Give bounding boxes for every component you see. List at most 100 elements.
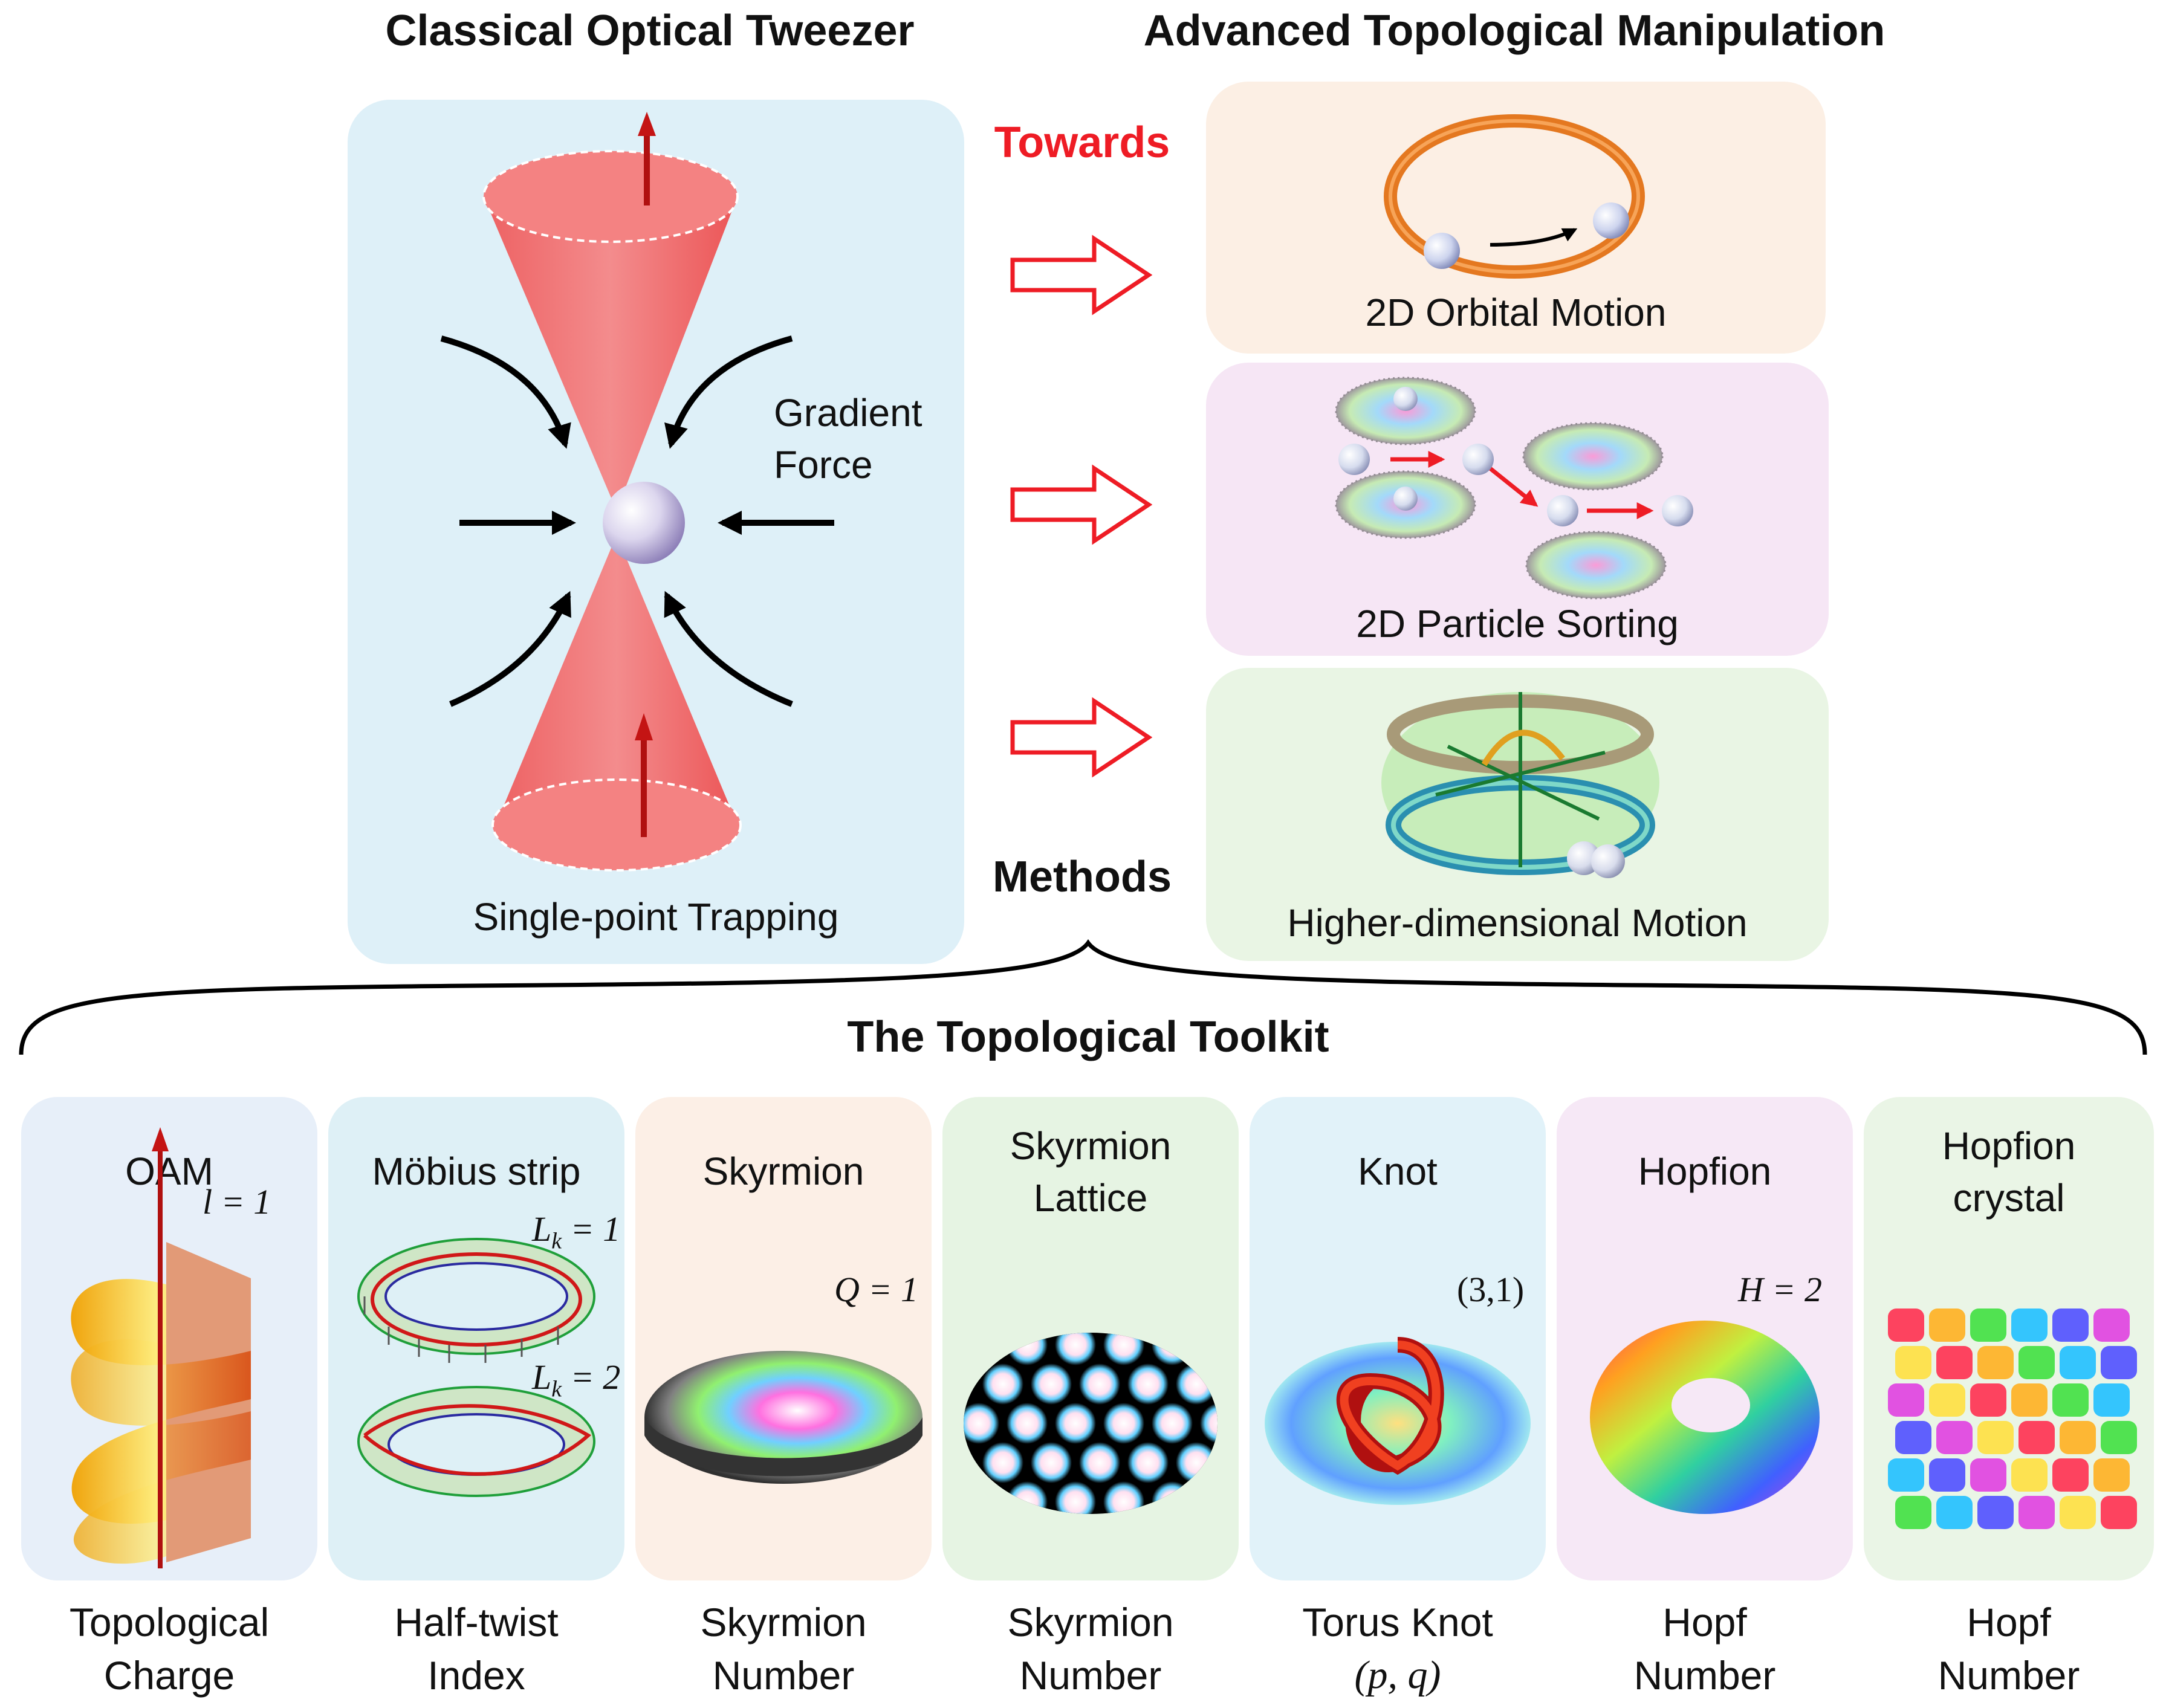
crystal-cell — [2093, 1308, 2130, 1342]
crystal-cell — [2018, 1346, 2055, 1379]
card-title: Skyrmion — [702, 1150, 864, 1193]
lattice-skyrmion — [1007, 1403, 1048, 1444]
crystal-cell — [2018, 1496, 2055, 1529]
oam-charge-label: l = 1 — [203, 1182, 271, 1221]
crystal-cell — [2011, 1308, 2048, 1342]
card-title: Hopfion — [1638, 1150, 1772, 1193]
mobius-lk2-label: Lk = 2 — [532, 1357, 621, 1402]
lattice-skyrmion — [1079, 1442, 1120, 1483]
crystal-cell — [2060, 1496, 2096, 1529]
lattice-skyrmion — [1007, 1481, 1048, 1514]
lattice-skyrmion — [964, 1333, 999, 1365]
crystal-cell — [2060, 1421, 2096, 1454]
crystal-cell — [1970, 1383, 2006, 1417]
knot-quantity-label: Torus Knot(p, q) — [1302, 1600, 1493, 1697]
knot-pq-label: (3,1) — [1457, 1270, 1525, 1309]
lattice-skyrmion — [964, 1403, 999, 1444]
skyrmion-q-label: Q = 1 — [834, 1270, 919, 1309]
orbital-motion-label: 2D Orbital Motion — [1365, 291, 1667, 334]
crystal-cell — [1895, 1346, 1931, 1379]
crystal-cell — [2093, 1383, 2130, 1417]
toolkit-card-skyrmion: Skyrmion — [635, 1097, 932, 1580]
card-title: Lattice — [1033, 1176, 1148, 1220]
card-title: Möbius strip — [372, 1150, 581, 1193]
lattice-skyrmion — [1152, 1481, 1193, 1514]
crystal-cell — [2011, 1383, 2048, 1417]
hopfion-crystal-illustration — [1888, 1308, 2137, 1529]
toolkit-title: The Topological Toolkit — [847, 1013, 1329, 1061]
crystal-cell — [1929, 1383, 1965, 1417]
bottom-beam-ellipse — [493, 780, 741, 870]
top-beam-ellipse — [484, 151, 738, 242]
lattice-skyrmion — [1176, 1363, 1217, 1405]
towards-label: Towards — [994, 118, 1170, 167]
oam-helix-illustration — [71, 1127, 251, 1568]
crystal-cell — [1888, 1458, 1924, 1492]
lattice-skyrmion — [1055, 1403, 1096, 1444]
higher-dim-label: Higher-dimensional Motion — [1287, 901, 1748, 945]
lattice-skyrmion — [1031, 1442, 1072, 1483]
crystal-cell — [2101, 1421, 2137, 1454]
crystal-cell — [1936, 1421, 1973, 1454]
crystal-cell — [1888, 1383, 1924, 1417]
crystal-cell — [1977, 1421, 2014, 1454]
lattice-skyrmion — [1079, 1363, 1120, 1405]
particle-sorting-panel — [1206, 363, 1829, 656]
card-title: Knot — [1358, 1150, 1438, 1193]
single-point-trapping-label: Single-point Trapping — [473, 895, 839, 939]
crystal-cell — [2093, 1458, 2130, 1492]
crystal-cell — [1929, 1308, 1965, 1342]
lattice-skyrmion — [1176, 1442, 1217, 1483]
crystal-cell — [2060, 1346, 2096, 1379]
mobius-illustration — [357, 1238, 595, 1497]
orbital-ring-illustration — [1384, 114, 1645, 279]
trapped-particle — [603, 482, 685, 564]
lattice-skyrmion — [964, 1481, 999, 1514]
lattice-skyrmion — [1103, 1403, 1144, 1444]
crystal-cell — [2018, 1421, 2055, 1454]
lattice-skyrmion — [1031, 1363, 1072, 1405]
towards-arrow-3 — [1010, 697, 1153, 778]
crystal-cell — [1977, 1346, 2014, 1379]
lattice-skyrmion — [1127, 1442, 1169, 1483]
crystal-cell — [2052, 1308, 2089, 1342]
lattice-skyrmion — [1200, 1333, 1218, 1365]
crystal-cell — [1895, 1496, 1931, 1529]
crystal-cell — [1936, 1496, 1973, 1529]
header-classical-tweezer: Classical Optical Tweezer — [385, 7, 915, 55]
crystal-cell — [1977, 1496, 2014, 1529]
crystal-cell — [2052, 1383, 2089, 1417]
lattice-skyrmion — [982, 1363, 1023, 1405]
crystal-cell — [2011, 1458, 2048, 1492]
card-title: Hopfion — [1942, 1124, 2076, 1168]
towards-arrow-2 — [1010, 464, 1153, 545]
lattice-skyrmion — [1152, 1403, 1193, 1444]
hopfion-illustration — [1590, 1321, 1820, 1514]
card-title: Skyrmion — [1010, 1124, 1172, 1168]
skyrmion-lattice-illustration — [964, 1333, 1218, 1514]
lattice-skyrmion — [1055, 1481, 1096, 1514]
knot-illustration — [1265, 1337, 1531, 1505]
crystal-cell — [1936, 1346, 1973, 1379]
crystal-cell — [2052, 1458, 2089, 1492]
crystal-cell — [2101, 1346, 2137, 1379]
particle-sorting-illustration — [1335, 377, 1693, 600]
crystal-cell — [1970, 1308, 2006, 1342]
crystal-cell — [1895, 1421, 1931, 1454]
card-title: OAM — [125, 1150, 213, 1193]
particle-sorting-label: 2D Particle Sorting — [1356, 602, 1679, 645]
lattice-skyrmion — [982, 1442, 1023, 1483]
mobius-lk1-label: Lk = 1 — [532, 1209, 621, 1254]
card-title: crystal — [1953, 1176, 2065, 1220]
crystal-cell — [1888, 1308, 1924, 1342]
higher-dim-illustration — [1381, 692, 1659, 878]
lattice-skyrmion — [1055, 1333, 1096, 1365]
towards-arrow-1 — [1010, 235, 1153, 315]
crystal-cell — [1970, 1458, 2006, 1492]
